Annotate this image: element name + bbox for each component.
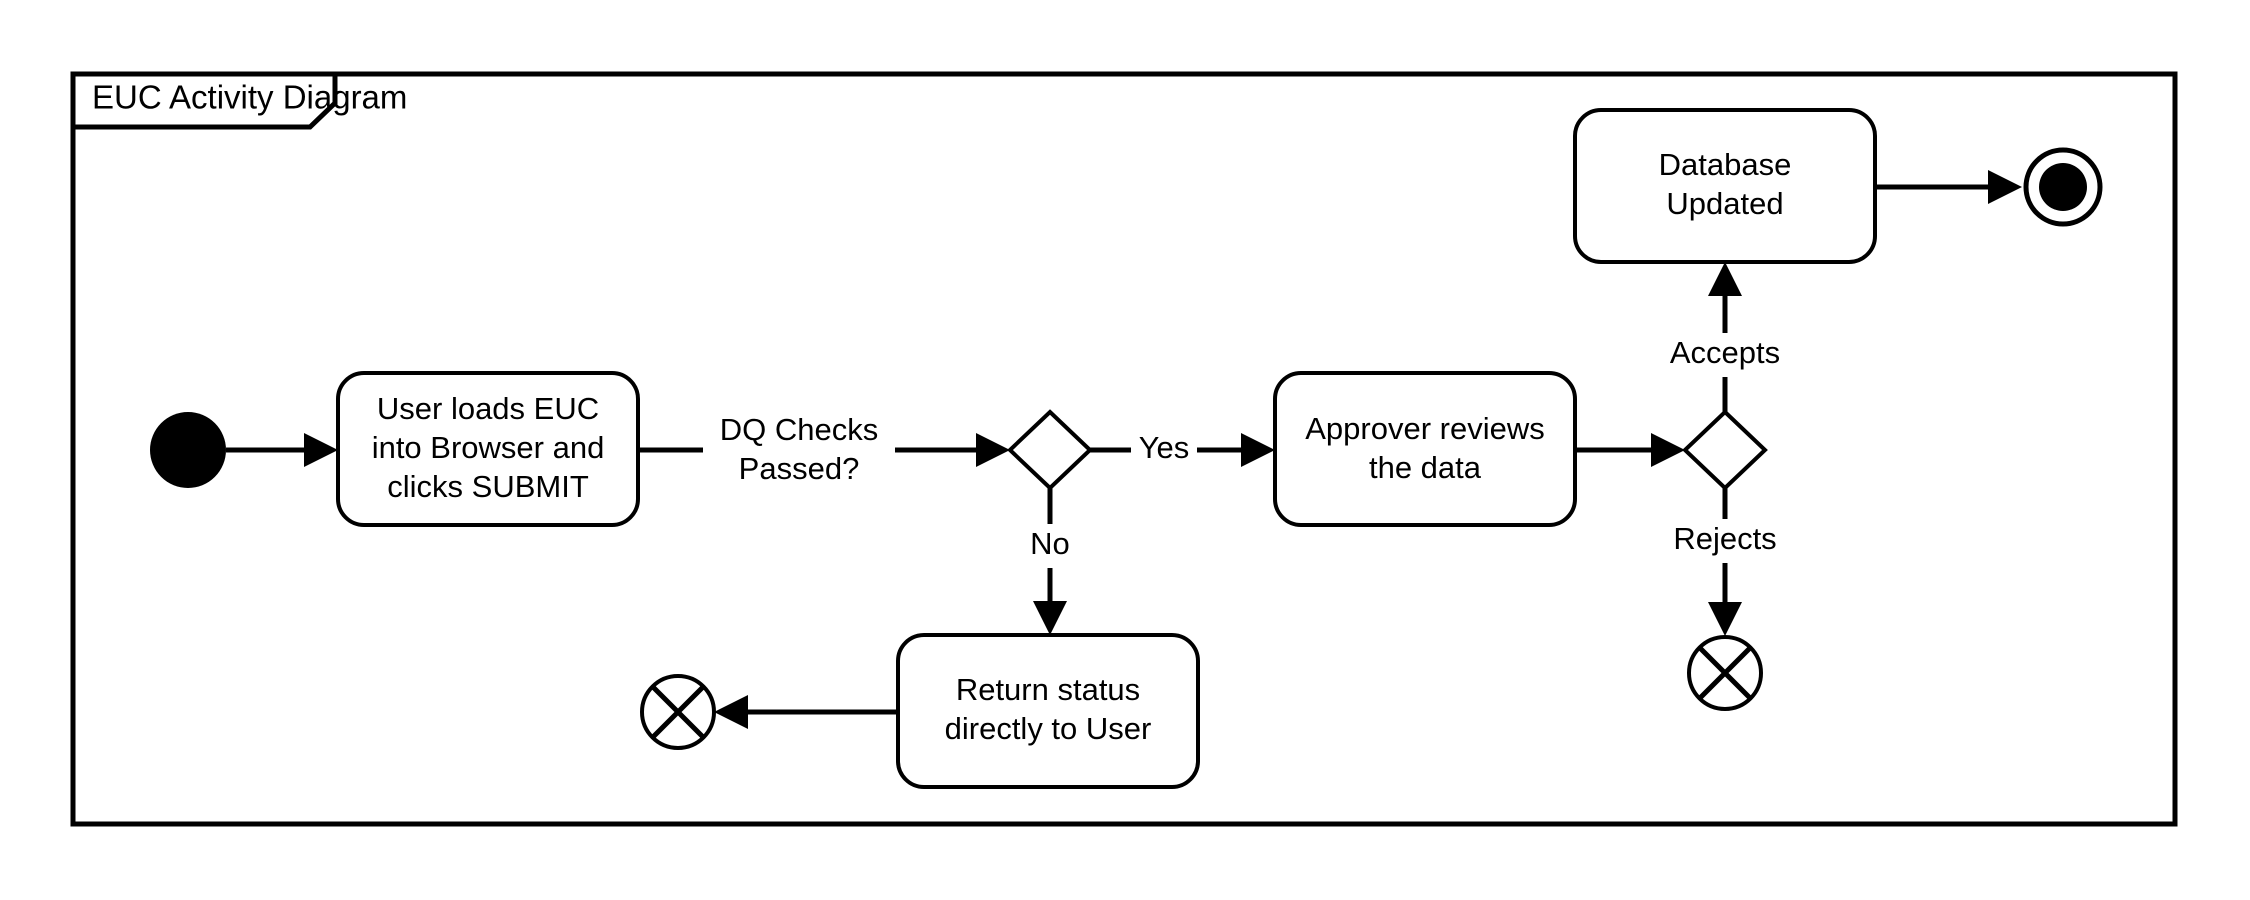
edge-return-status-to-flow-final	[714, 695, 898, 729]
edge-label-backing	[703, 415, 895, 487]
action-load-euc-line1: User loads EUC	[377, 391, 599, 426]
action-return-status-line2: directly to User	[945, 711, 1152, 746]
action-approver-reviews-line2: the data	[1369, 450, 1482, 485]
action-approver-reviews-line1: Approver reviews	[1305, 411, 1544, 446]
action-approver-reviews-box	[1273, 371, 1577, 527]
decision-node-dq-checks[interactable]	[1007, 409, 1093, 491]
edge-approval-decision-to-reject-final: Rejects	[1665, 488, 1785, 636]
action-database-updated-line1: Database	[1659, 147, 1792, 182]
edge-database-updated-to-final	[1875, 170, 2022, 204]
edge-label-backing	[1665, 519, 1785, 563]
initial-node[interactable]	[150, 412, 226, 488]
action-load-euc[interactable]: User loads EUC into Browser and clicks S…	[336, 371, 640, 527]
arrow-head-icon	[1708, 602, 1742, 636]
arrow-head-icon	[1651, 433, 1685, 467]
flow-final-node-rejects[interactable]	[1687, 635, 1763, 711]
arrow-head-icon	[304, 433, 338, 467]
action-return-status-line1: Return status	[956, 672, 1140, 707]
edge-dq-decision-to-return-status: No	[1020, 488, 1080, 635]
flow-final-node-return[interactable]	[640, 674, 716, 750]
edge-load-euc-to-dq-decision: DQ Checks Passed?	[638, 412, 1010, 487]
edge-label-yes: Yes	[1139, 430, 1190, 465]
edge-label-dq-checks-line1: DQ Checks	[720, 412, 878, 447]
action-load-euc-line3: clicks SUBMIT	[387, 469, 589, 504]
arrow-head-icon	[1708, 262, 1742, 296]
edge-label-accepts: Accepts	[1670, 335, 1780, 370]
decision-diamond	[1682, 409, 1768, 491]
decision-node-approval[interactable]	[1682, 409, 1768, 491]
edge-label-backing	[1020, 524, 1080, 568]
edge-label-rejects: Rejects	[1673, 521, 1776, 556]
activity-final-inner-dot	[2039, 163, 2087, 211]
edge-initial-to-load-euc	[226, 433, 338, 467]
edge-label-backing	[1131, 428, 1197, 472]
diagram-frame: EUC Activity Diagram	[70, 71, 2178, 827]
flow-final-x-icon	[1697, 645, 1753, 701]
initial-node-circle	[150, 412, 226, 488]
decision-diamond	[1007, 409, 1093, 491]
edge-approval-decision-to-database-updated: Accepts	[1662, 262, 1788, 412]
arrow-head-icon	[1241, 433, 1275, 467]
edge-dq-decision-to-approver: Yes	[1090, 428, 1275, 472]
arrow-head-icon	[714, 695, 748, 729]
frame-border	[70, 71, 2178, 827]
frame-title-tab	[73, 71, 338, 130]
edge-approver-to-approval-decision	[1575, 433, 1685, 467]
activity-final-node[interactable]	[2023, 147, 2103, 227]
edge-label-no: No	[1030, 526, 1070, 561]
edge-label-dq-checks-line2: Passed?	[739, 451, 860, 486]
frame-title-label: EUC Activity Diagram	[92, 79, 407, 116]
arrow-head-icon	[1988, 170, 2022, 204]
action-database-updated-line2: Updated	[1666, 186, 1783, 221]
arrow-head-icon	[1033, 601, 1067, 635]
action-return-status[interactable]: Return status directly to User	[896, 633, 1200, 789]
arrow-head-icon	[976, 433, 1010, 467]
edge-label-backing	[1662, 333, 1788, 377]
action-approver-reviews[interactable]: Approver reviews the data	[1273, 371, 1577, 527]
action-database-updated[interactable]: Database Updated	[1573, 108, 1877, 264]
action-load-euc-line2: into Browser and	[372, 430, 605, 465]
flow-final-x-icon	[650, 684, 706, 740]
